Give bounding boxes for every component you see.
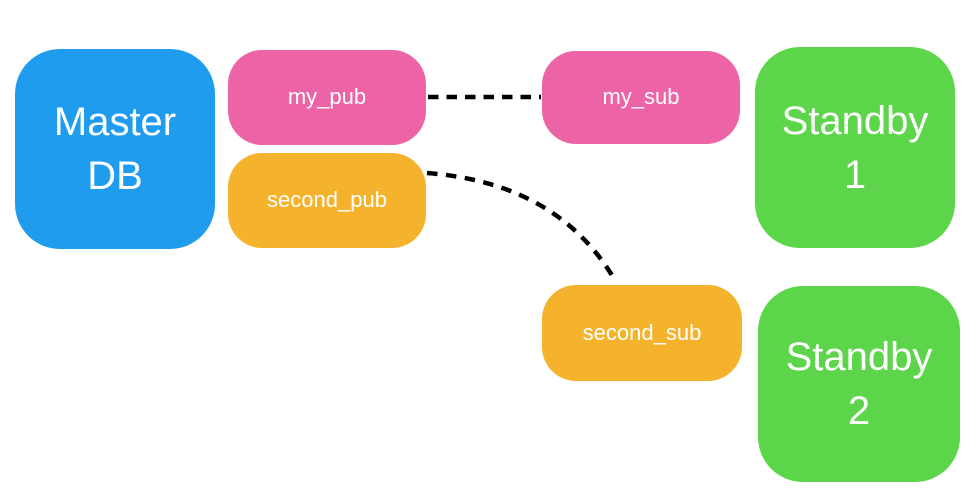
node-standby-1: Standby 1 [755, 47, 955, 248]
node-label: second_sub [582, 319, 702, 345]
node-label: Standby [785, 335, 933, 379]
node-label: 1 [843, 152, 867, 197]
node-my-sub: my_sub [542, 51, 740, 144]
node-label: Master [53, 100, 177, 144]
node-label: 2 [847, 389, 871, 433]
node-label: Standby [781, 98, 929, 143]
node-master-db: Master DB [15, 49, 215, 249]
node-second-pub: second_pub [228, 153, 426, 248]
connector-second-pub-second-sub [426, 170, 618, 284]
node-second-sub: second_sub [542, 285, 742, 381]
node-label: my_pub [287, 84, 367, 110]
node-label: second_pub [267, 187, 387, 213]
node-standby-2: Standby 2 [758, 286, 960, 482]
node-label: DB [87, 154, 143, 198]
node-my-pub: my_pub [228, 50, 426, 145]
node-label: my_sub [602, 84, 680, 110]
